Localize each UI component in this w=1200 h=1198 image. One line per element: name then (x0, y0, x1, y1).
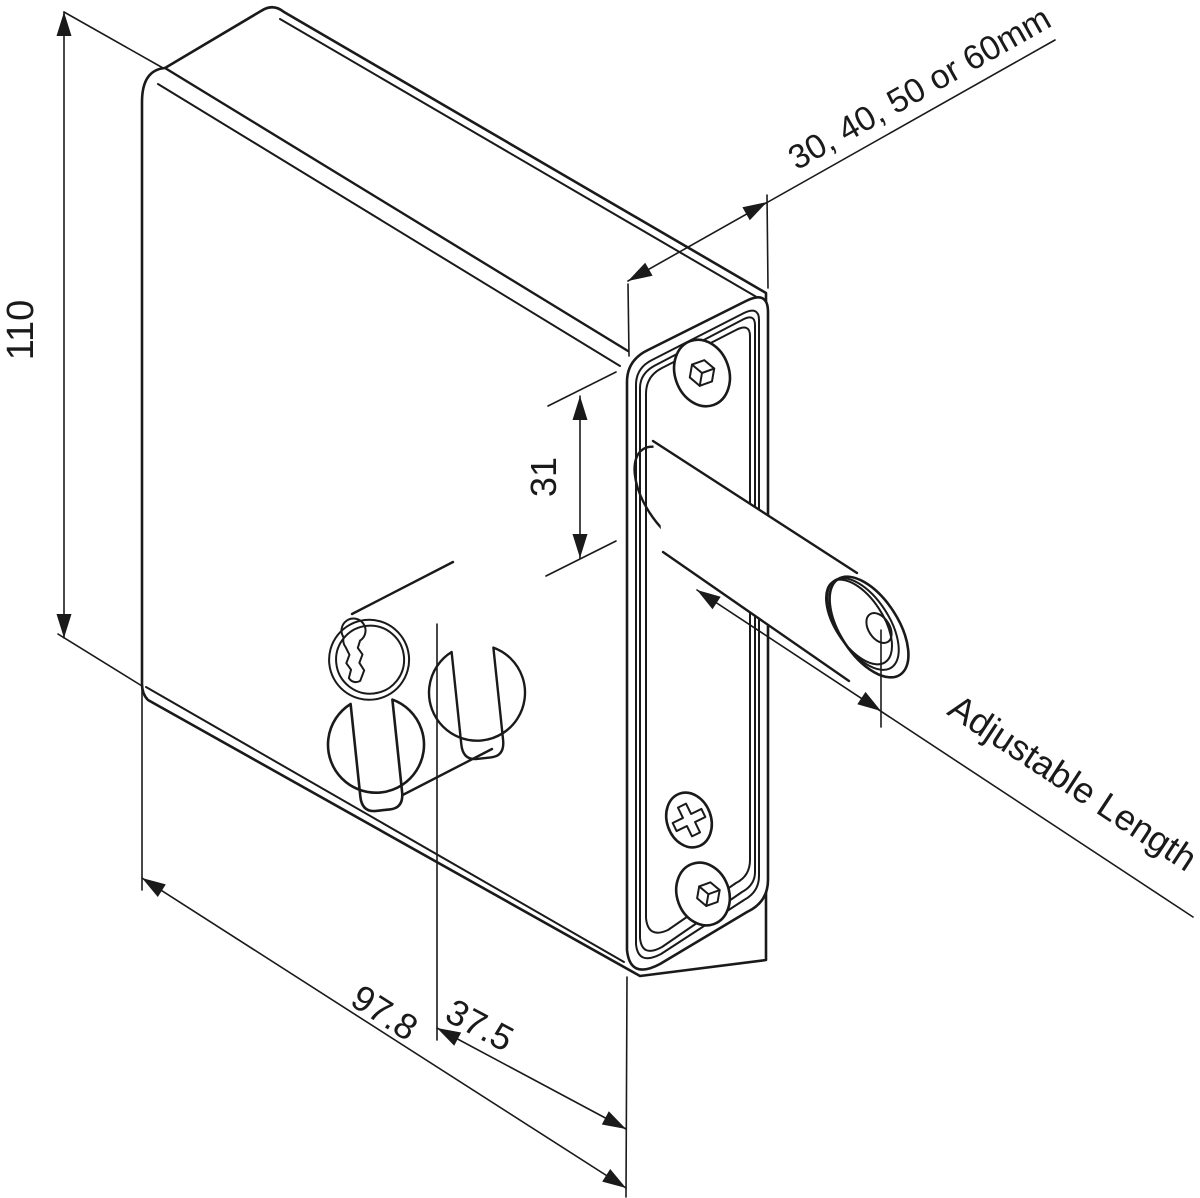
dim-label-adjustable-length: Adjustable Length (941, 686, 1200, 879)
hex-socket-icon (688, 359, 716, 387)
phillips-screw (664, 791, 714, 849)
cylinder-top-silhouette (350, 560, 455, 616)
bolt-top-edge (651, 439, 859, 575)
dim-label-110: 110 (0, 300, 42, 361)
cylinder-bottom-silhouette (389, 747, 494, 803)
faceplate-chamfer-line-2 (639, 316, 756, 952)
body-front-top-edge-inner (157, 83, 621, 367)
phillips-cross-icon (671, 802, 707, 838)
phillips-screw-head (664, 791, 714, 849)
body-bottom-edge-inner (145, 686, 625, 963)
faceplate-inner-panel (645, 326, 751, 934)
dim-label-frame-sizes: 30, 40, 50 or 60mm (782, 0, 1057, 178)
dim-height-110: 110 (0, 11, 164, 687)
hex-screw-bottom-head (674, 861, 732, 927)
dim-label-31: 31 (523, 457, 564, 497)
euro-cylinder (326, 560, 527, 813)
cylinder-face-ring-outer (328, 618, 411, 701)
bolt-shaft (653, 441, 860, 684)
cylinder-front-profile (326, 698, 426, 813)
keyhole (340, 617, 367, 684)
cylinder-face-ring-inner (335, 624, 406, 695)
cylinder-back-profile (427, 646, 527, 761)
lock-bolt (633, 439, 910, 684)
hex-screw-bottom (674, 861, 732, 927)
dim-bolt-centre-31: 31 (523, 371, 617, 577)
dim-adjustable-length: Adjustable Length (696, 589, 1200, 918)
dim-label-97-8: 97.8 (344, 976, 425, 1048)
bolt-cap-centre-hole (865, 612, 893, 644)
dim-cylinder-backset-37-5: 37.5 (436, 623, 627, 1130)
hex-socket-icon (696, 881, 721, 907)
faceplate-chamfer-line-1 (635, 309, 760, 960)
faceplate (625, 296, 770, 971)
bolt-bottom-edge (661, 550, 851, 683)
body-front-top-edge (163, 66, 630, 353)
hex-screw-top (672, 338, 732, 408)
lock-body-silhouette (140, 5, 768, 978)
dim-label-37-5: 37.5 (439, 990, 520, 1059)
